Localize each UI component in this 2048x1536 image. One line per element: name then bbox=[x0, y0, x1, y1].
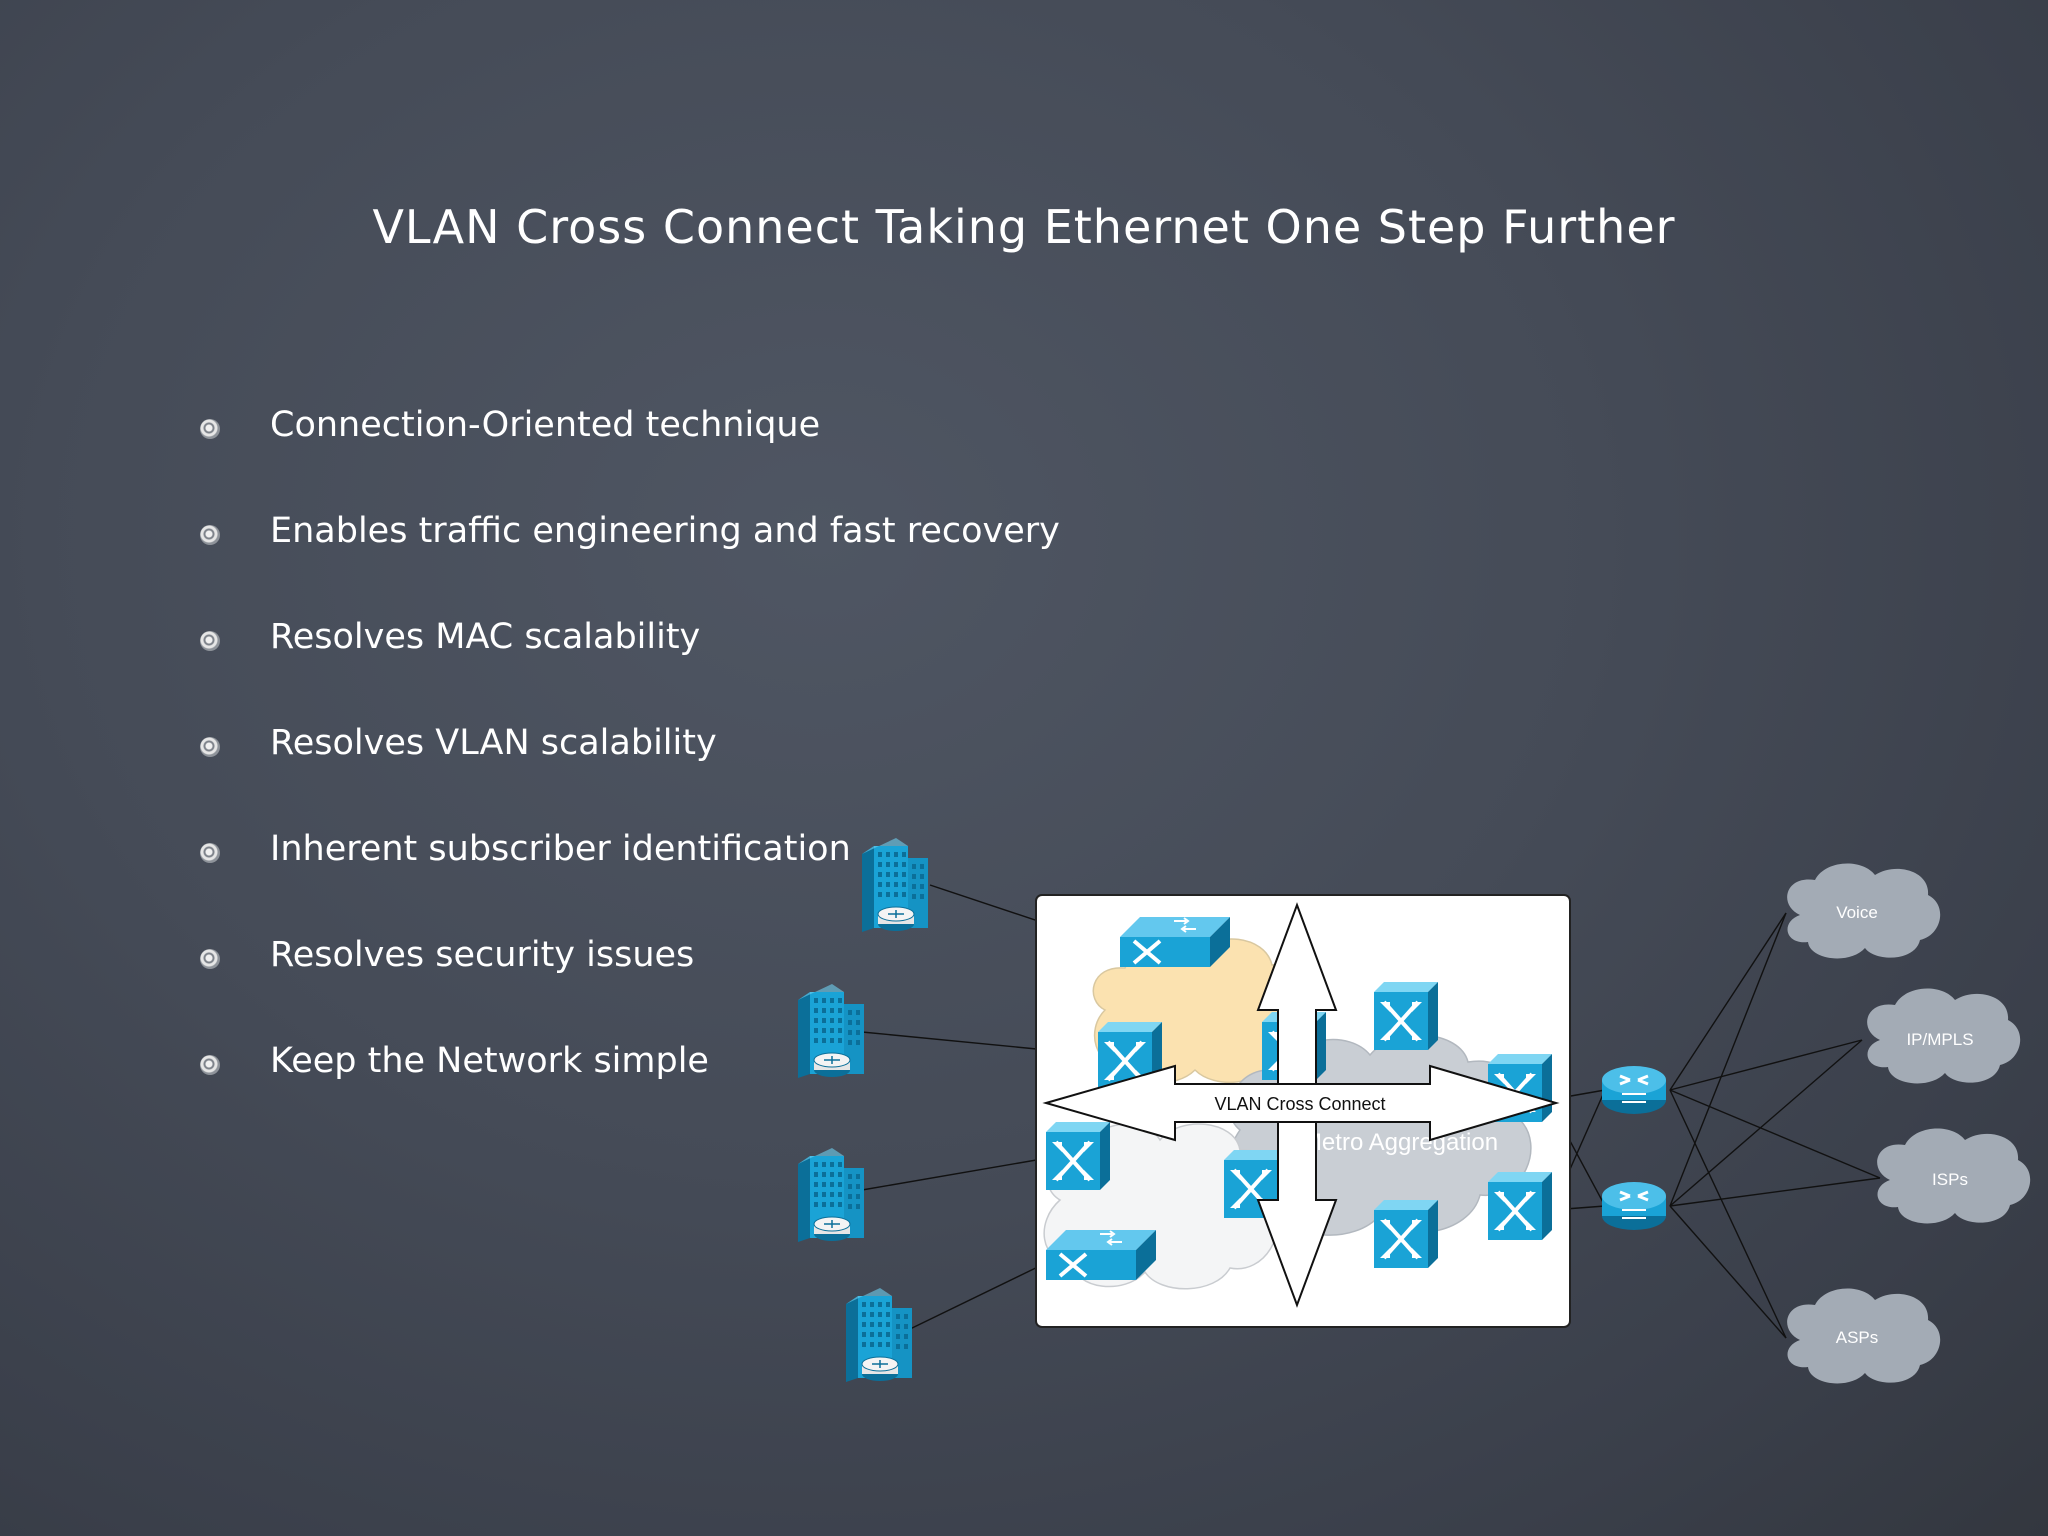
bullet-text: Enables traffic engineering and fast rec… bbox=[270, 511, 1060, 551]
bullet-icon bbox=[200, 737, 220, 757]
bullet-item: Enables traffic engineering and fast rec… bbox=[200, 501, 1060, 607]
service-cloud-voice: Voice bbox=[1787, 863, 1941, 959]
router-icon bbox=[1600, 1180, 1668, 1232]
bullet-icon bbox=[200, 949, 220, 969]
building-icon bbox=[861, 837, 929, 933]
service-links bbox=[1547, 912, 1881, 1339]
aggregation-switch bbox=[1044, 1120, 1112, 1192]
service-label: IP/MPLS bbox=[1906, 1030, 1973, 1049]
horizontal-arrow bbox=[1042, 1064, 1560, 1142]
building-icon bbox=[797, 983, 865, 1079]
router-icon bbox=[1600, 1064, 1668, 1116]
bullet-item: Resolves MAC scalability bbox=[200, 607, 1060, 713]
bullet-text: Keep the Network simple bbox=[270, 1041, 709, 1081]
arrow-label: VLAN Cross Connect bbox=[1214, 1094, 1385, 1114]
bullet-icon bbox=[200, 525, 220, 545]
building-icon bbox=[845, 1287, 913, 1383]
service-cloud-isps: ISPs bbox=[1877, 1128, 2031, 1224]
bullet-icon bbox=[200, 1055, 220, 1075]
bullet-item: Resolves VLAN scalability bbox=[200, 713, 1060, 819]
bullet-text: Connection-Oriented technique bbox=[270, 405, 821, 445]
bullet-icon bbox=[200, 419, 220, 439]
service-cloud-ipmpls: IP/MPLS bbox=[1867, 988, 2021, 1084]
edge-switch-top bbox=[1118, 915, 1232, 969]
bullet-item: Keep the Network simple bbox=[200, 1031, 1060, 1137]
bullet-text: Resolves security issues bbox=[270, 935, 695, 975]
service-label: ISPs bbox=[1932, 1170, 1968, 1189]
bullet-item: Connection-Oriented technique bbox=[200, 395, 1060, 501]
slide-title: VLAN Cross Connect Taking Ethernet One S… bbox=[372, 200, 1676, 254]
service-cloud-asps: ASPs bbox=[1787, 1288, 1941, 1384]
bullet-icon bbox=[200, 631, 220, 651]
bullet-text: Resolves MAC scalability bbox=[270, 617, 701, 657]
bullet-item: Inherent subscriber identification bbox=[200, 819, 1060, 925]
aggregation-switch bbox=[1372, 1198, 1440, 1270]
service-label: ASPs bbox=[1836, 1328, 1879, 1347]
aggregation-switch bbox=[1486, 1170, 1554, 1242]
bullet-icon bbox=[200, 843, 220, 863]
bullet-list: Connection-Oriented technique Enables tr… bbox=[200, 395, 1060, 1137]
edge-switch-bottom bbox=[1044, 1228, 1158, 1282]
bullet-text: Resolves VLAN scalability bbox=[270, 723, 717, 763]
service-label: Voice bbox=[1836, 903, 1878, 922]
bullet-text: Inherent subscriber identification bbox=[270, 829, 851, 869]
bullet-item: Resolves security issues bbox=[200, 925, 1060, 1031]
building-icon bbox=[797, 1147, 865, 1243]
aggregation-switch bbox=[1372, 980, 1440, 1052]
cloud-label: Metro Aggregation bbox=[1302, 1129, 1498, 1156]
